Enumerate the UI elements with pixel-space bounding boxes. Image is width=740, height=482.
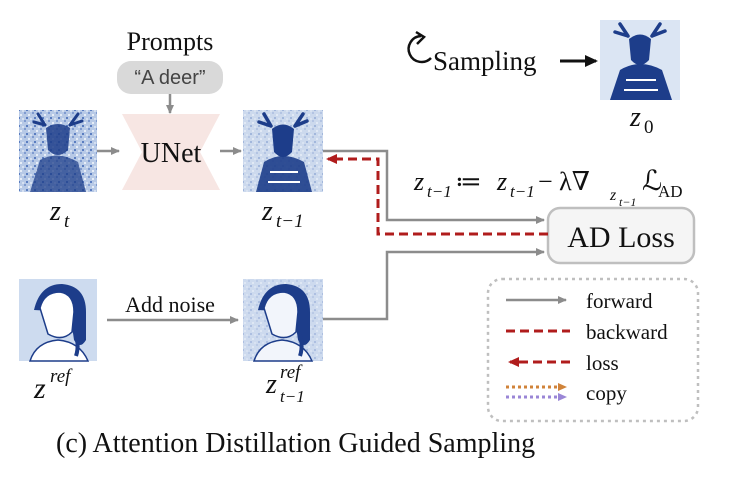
svg-text:z: z bbox=[261, 196, 273, 227]
svg-text:z: z bbox=[629, 102, 641, 133]
prompt-text: “A deer” bbox=[134, 67, 205, 89]
loop-icon bbox=[407, 34, 432, 64]
svg-text:t−1: t−1 bbox=[280, 387, 305, 406]
unet-label: UNet bbox=[141, 138, 202, 169]
svg-text:ℒ: ℒ bbox=[642, 166, 662, 197]
svg-text:t−1: t−1 bbox=[619, 195, 636, 209]
legend-box bbox=[486, 277, 700, 423]
legend-loss-label: loss bbox=[586, 351, 619, 375]
ad-loss-label: AD Loss bbox=[567, 221, 675, 254]
svg-text:≔: ≔ bbox=[455, 167, 482, 196]
svg-text:z: z bbox=[33, 372, 46, 405]
zt-image bbox=[19, 110, 97, 192]
svg-text:z: z bbox=[413, 167, 424, 196]
svg-text:z: z bbox=[609, 187, 617, 204]
z0-image bbox=[600, 20, 680, 100]
zref-t1-label: z ref t−1 bbox=[265, 362, 305, 406]
z0-label: z 0 bbox=[629, 102, 654, 138]
svg-text:t: t bbox=[64, 211, 70, 232]
svg-text:z: z bbox=[49, 196, 61, 227]
zref-t1-image bbox=[243, 279, 323, 362]
zt1-to-adloss-arrow bbox=[323, 149, 545, 224]
svg-text:t−1: t−1 bbox=[510, 182, 535, 201]
legend-backward-label: backward bbox=[586, 320, 668, 344]
sampling-label: Sampling bbox=[433, 46, 537, 76]
legend-forward-label: forward bbox=[586, 289, 653, 313]
svg-text:AD: AD bbox=[658, 182, 683, 201]
figure-caption: (c) Attention Distillation Guided Sampli… bbox=[56, 428, 535, 459]
prompts-label: Prompts bbox=[127, 27, 214, 56]
zref-to-adloss-arrow bbox=[323, 248, 545, 321]
loss-backward-arrow bbox=[326, 154, 548, 236]
svg-text:t−1: t−1 bbox=[276, 211, 304, 232]
zt-label: z t bbox=[49, 196, 70, 232]
svg-text:t−1: t−1 bbox=[427, 182, 452, 201]
loop-arrowhead-icon bbox=[415, 30, 426, 45]
unet-block bbox=[122, 114, 220, 190]
add-noise-label: Add noise bbox=[125, 292, 215, 317]
zt1-label: z t−1 bbox=[261, 196, 304, 232]
zt1-image bbox=[243, 110, 323, 192]
svg-text:0: 0 bbox=[644, 117, 654, 138]
update-rule: z t−1 ≔ z t−1 − λ∇ z t−1 ℒ AD bbox=[413, 166, 683, 209]
zref-image bbox=[19, 279, 97, 362]
svg-text:− λ∇: − λ∇ bbox=[538, 167, 590, 196]
prompt-box bbox=[117, 61, 223, 94]
svg-text:z: z bbox=[496, 167, 507, 196]
svg-text:z: z bbox=[265, 369, 277, 400]
zref-label: z ref bbox=[33, 366, 73, 405]
svg-text:ref: ref bbox=[280, 362, 303, 383]
legend-copy-label: copy bbox=[586, 381, 627, 405]
svg-text:ref: ref bbox=[50, 366, 73, 387]
